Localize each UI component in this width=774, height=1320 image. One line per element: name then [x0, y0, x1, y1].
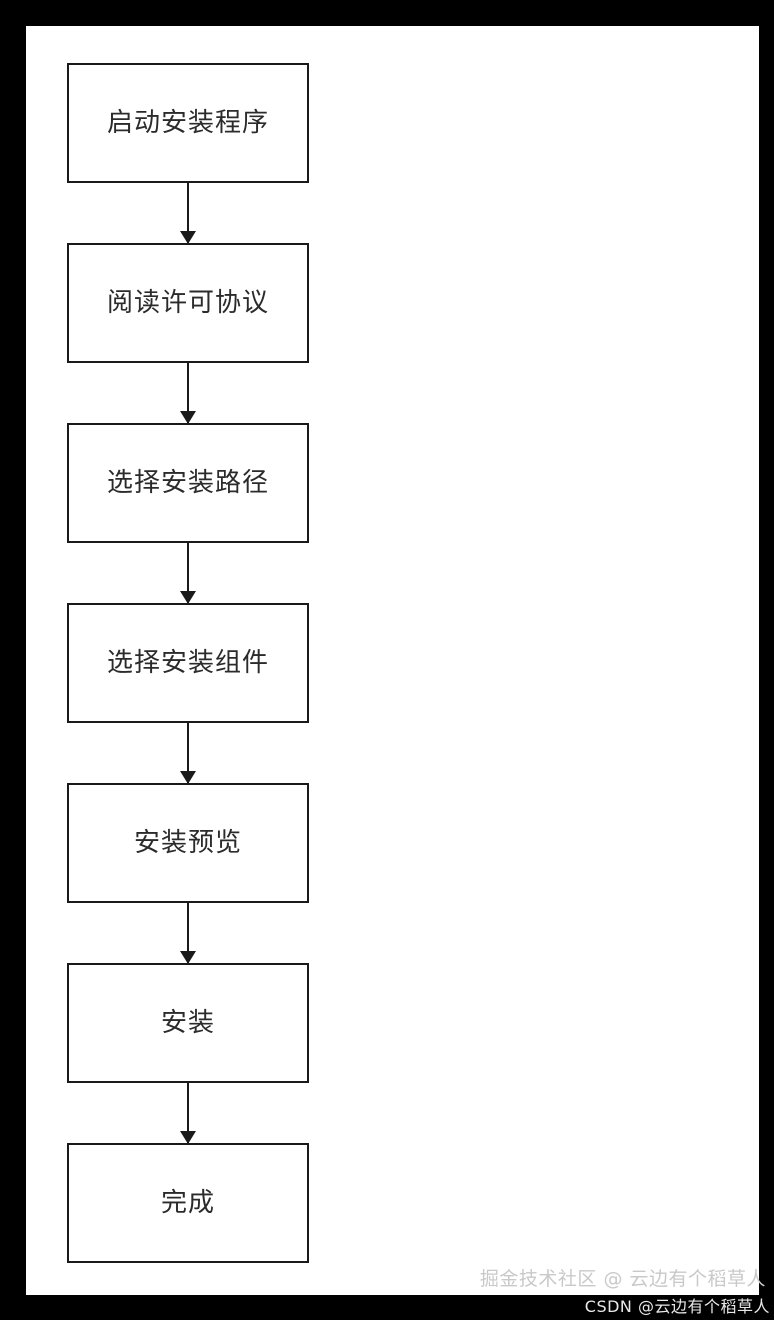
- edge-line: [187, 903, 189, 963]
- flow-edge-3: [180, 543, 196, 604]
- arrowhead-icon: [180, 411, 196, 424]
- flow-node-install[interactable]: 安装: [67, 963, 309, 1083]
- flow-node-choose-path[interactable]: 选择安装路径: [67, 423, 309, 543]
- flow-node-label: 启动安装程序: [106, 108, 269, 138]
- edge-line: [187, 723, 189, 783]
- watermark-juejin: 掘金技术社区 @ 云边有个稻草人: [479, 1268, 766, 1290]
- flow-node-label: 安装预览: [133, 828, 242, 858]
- flow-node-choose-components[interactable]: 选择安装组件: [67, 603, 309, 723]
- edge-line: [187, 363, 189, 423]
- flow-node-label: 选择安装组件: [106, 648, 269, 678]
- edge-line: [187, 1083, 189, 1143]
- flow-node-label: 完成: [160, 1188, 215, 1218]
- flow-edge-1: [180, 183, 196, 244]
- arrowhead-icon: [180, 591, 196, 604]
- flow-node-read-license[interactable]: 阅读许可协议: [67, 243, 309, 363]
- flow-node-start-installer[interactable]: 启动安装程序: [67, 63, 309, 183]
- edge-line: [187, 183, 189, 243]
- arrowhead-icon: [180, 231, 196, 244]
- arrowhead-icon: [180, 951, 196, 964]
- flow-node-label: 阅读许可协议: [106, 288, 269, 318]
- flow-edge-5: [180, 903, 196, 964]
- flow-edge-4: [180, 723, 196, 784]
- flow-edge-2: [180, 363, 196, 424]
- edge-line: [187, 543, 189, 603]
- flow-node-finish[interactable]: 完成: [67, 1143, 309, 1263]
- arrowhead-icon: [180, 771, 196, 784]
- flow-node-label: 安装: [160, 1008, 215, 1038]
- watermark-csdn: CSDN @云边有个稻草人: [584, 1297, 770, 1316]
- flow-edge-6: [180, 1083, 196, 1144]
- arrowhead-icon: [180, 1131, 196, 1144]
- flow-node-install-preview[interactable]: 安装预览: [67, 783, 309, 903]
- flow-node-label: 选择安装路径: [106, 468, 269, 498]
